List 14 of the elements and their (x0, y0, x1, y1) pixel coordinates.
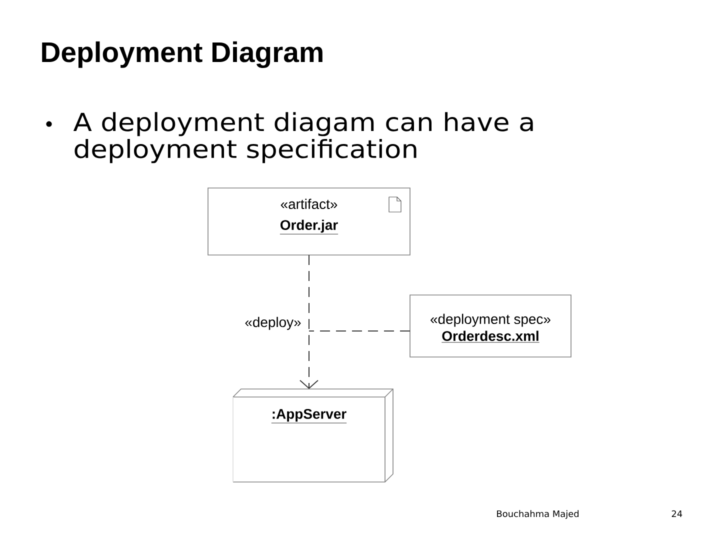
deployment-spec-box (410, 294, 572, 358)
stereotype-text: «artifact» (280, 198, 338, 210)
edge-label: «deploy» (244, 316, 302, 331)
element-name: Order.jar (280, 220, 338, 234)
node-cube (232, 388, 394, 482)
page-number: 24 (672, 510, 682, 517)
dependency-arrow (300, 254, 318, 389)
bullet-text: A deployment diagam can have a deployment specification (73, 112, 533, 164)
author-name: Bouchahma Majed (497, 510, 578, 519)
element-name: :AppServer (271, 408, 347, 424)
slide-title: Deployment Diagram (42, 41, 322, 68)
element-name: Orderdesc.xml (441, 330, 540, 343)
attachment-line (308, 330, 410, 332)
stereotype-text: «deployment spec» (430, 314, 550, 327)
